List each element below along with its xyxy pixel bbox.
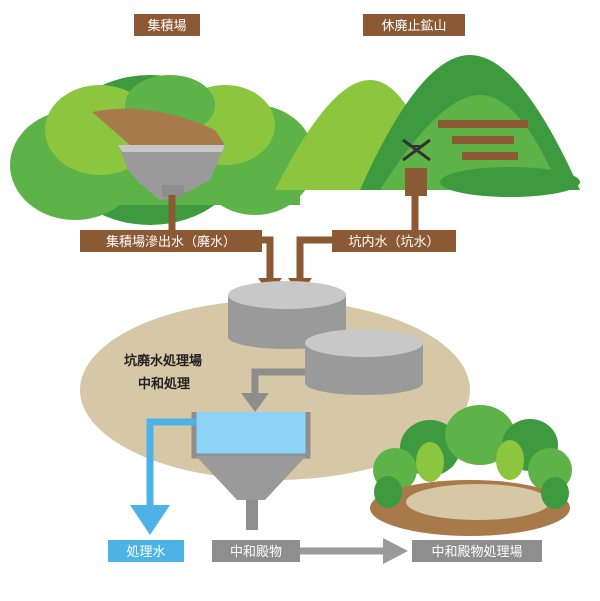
tank-1 — [228, 281, 346, 349]
collection-site-label: 集積場 — [147, 18, 186, 34]
mine-entrance — [402, 138, 431, 196]
treated-water-label: 処理水 — [126, 545, 165, 560]
transfer-pipe — [251, 368, 305, 395]
seepage-water-label-bg — [80, 230, 262, 252]
collection-site-label-bg — [134, 14, 200, 36]
tank-2 — [305, 329, 423, 395]
sediment-site-label-bg — [412, 540, 542, 562]
treatment-plant-label: 坑廃水処理場 — [124, 353, 202, 369]
treated-water-pipe — [146, 418, 196, 510]
neutralized-sediment-label-bg — [212, 540, 300, 562]
treated-water-label-bg — [108, 540, 184, 562]
closed-mine-label-bg — [363, 14, 465, 36]
neutralized-sediment-label: 中和殿物 — [230, 545, 282, 560]
closed-mine-label: 休廃止鉱山 — [381, 18, 446, 34]
mine-water-label-bg — [332, 230, 456, 252]
treated-water-arrow — [130, 505, 170, 535]
settling-tank — [191, 412, 311, 530]
seepage-water-label: 集積場滲出水（廃水） — [106, 234, 236, 250]
mine-water-label: 坑内水（坑水） — [348, 234, 439, 250]
mine-adit-structure — [438, 120, 528, 160]
neutralization-label: 中和処理 — [138, 376, 190, 392]
closed-mine-hills — [275, 55, 580, 197]
transfer-arrow — [241, 393, 269, 412]
sediment-site-label: 中和殿物処理場 — [431, 545, 522, 560]
waste-collection-funnel — [92, 108, 225, 200]
sediment-site-illustration — [370, 405, 572, 536]
sediment-arrow — [383, 538, 408, 564]
